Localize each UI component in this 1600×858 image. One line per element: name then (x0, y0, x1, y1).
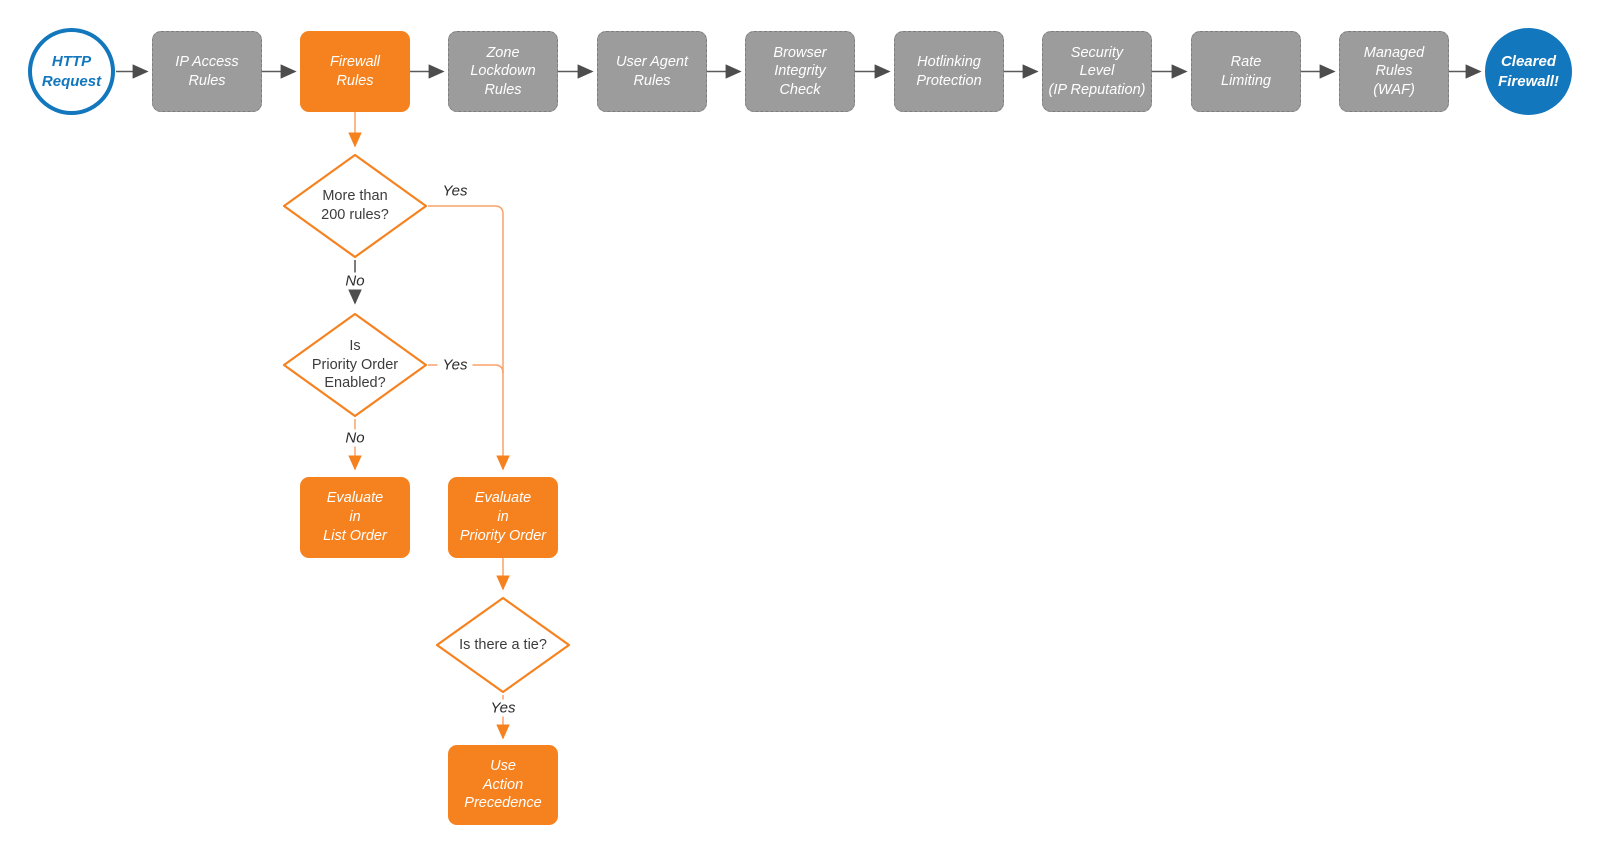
diamond-shape-icon (435, 596, 571, 694)
node-hotlinking-protection: Hotlinking Protection (894, 31, 1004, 112)
decision-is-there-a-tie: Is there a tie? (435, 596, 571, 694)
node-cleared-firewall: Cleared Firewall! (1485, 28, 1572, 115)
node-browser-integrity-check: Browser Integrity Check (745, 31, 855, 112)
node-http-request-label: HTTP Request (41, 53, 102, 90)
node-browser-integrity-check-label: Browser Integrity Check (773, 45, 827, 98)
node-evaluate-in-list-order: Evaluate in List Order (300, 477, 410, 558)
edge-label-decision2-yes: Yes (437, 356, 473, 374)
decision-priority-order-enabled: Is Priority Order Enabled? (282, 312, 428, 418)
node-firewall-rules: Firewall Rules (300, 31, 410, 112)
edge-label-decision2-no: No (340, 429, 370, 447)
diamond-shape-icon (282, 153, 428, 259)
node-cleared-firewall-label: Cleared Firewall! (1498, 53, 1559, 90)
node-evaluate-in-priority-order: Evaluate in Priority Order (448, 477, 558, 558)
node-evaluate-in-list-order-label: Evaluate in List Order (323, 490, 387, 544)
diamond-shape-icon (282, 312, 428, 418)
decision-priority-order-enabled-label: Is Priority Order Enabled? (311, 338, 399, 392)
node-evaluate-in-priority-order-label: Evaluate in Priority Order (459, 490, 547, 544)
edge-label-decision1-no: No (340, 272, 370, 290)
node-ip-access-rules: IP Access Rules (152, 31, 262, 112)
edge-label-tie-yes: Yes (485, 699, 521, 717)
arrow-decision1-yes-to-priority-order (428, 205, 510, 471)
decision-more-than-200-rules: More than 200 rules? (282, 153, 428, 259)
node-use-action-precedence-label: Use Action Precedence (464, 757, 542, 812)
node-zone-lockdown-rules-label: Zone Lockdown Rules (470, 45, 536, 98)
decision-is-there-a-tie-label: Is there a tie? (459, 636, 547, 653)
node-ip-access-rules-label: IP Access Rules (175, 54, 239, 89)
node-user-agent-rules: User Agent Rules (597, 31, 707, 112)
node-use-action-precedence: Use Action Precedence (448, 745, 558, 825)
node-zone-lockdown-rules: Zone Lockdown Rules (448, 31, 558, 112)
node-http-request: HTTP Request (28, 28, 115, 115)
node-firewall-rules-label: Firewall Rules (330, 54, 380, 89)
node-managed-rules-waf: Managed Rules (WAF) (1339, 31, 1449, 112)
edge-label-decision1-yes: Yes (437, 182, 473, 200)
node-hotlinking-protection-label: Hotlinking Protection (916, 54, 982, 89)
node-rate-limiting-label: Rate Limiting (1221, 54, 1271, 89)
decision-more-than-200-rules-label: More than 200 rules? (321, 188, 389, 223)
node-user-agent-rules-label: User Agent Rules (616, 54, 688, 89)
node-rate-limiting: Rate Limiting (1191, 31, 1301, 112)
node-security-level-label: Security Level (IP Reputation) (1048, 45, 1146, 98)
node-managed-rules-waf-label: Managed Rules (WAF) (1363, 45, 1425, 98)
node-security-level: Security Level (IP Reputation) (1042, 31, 1152, 112)
